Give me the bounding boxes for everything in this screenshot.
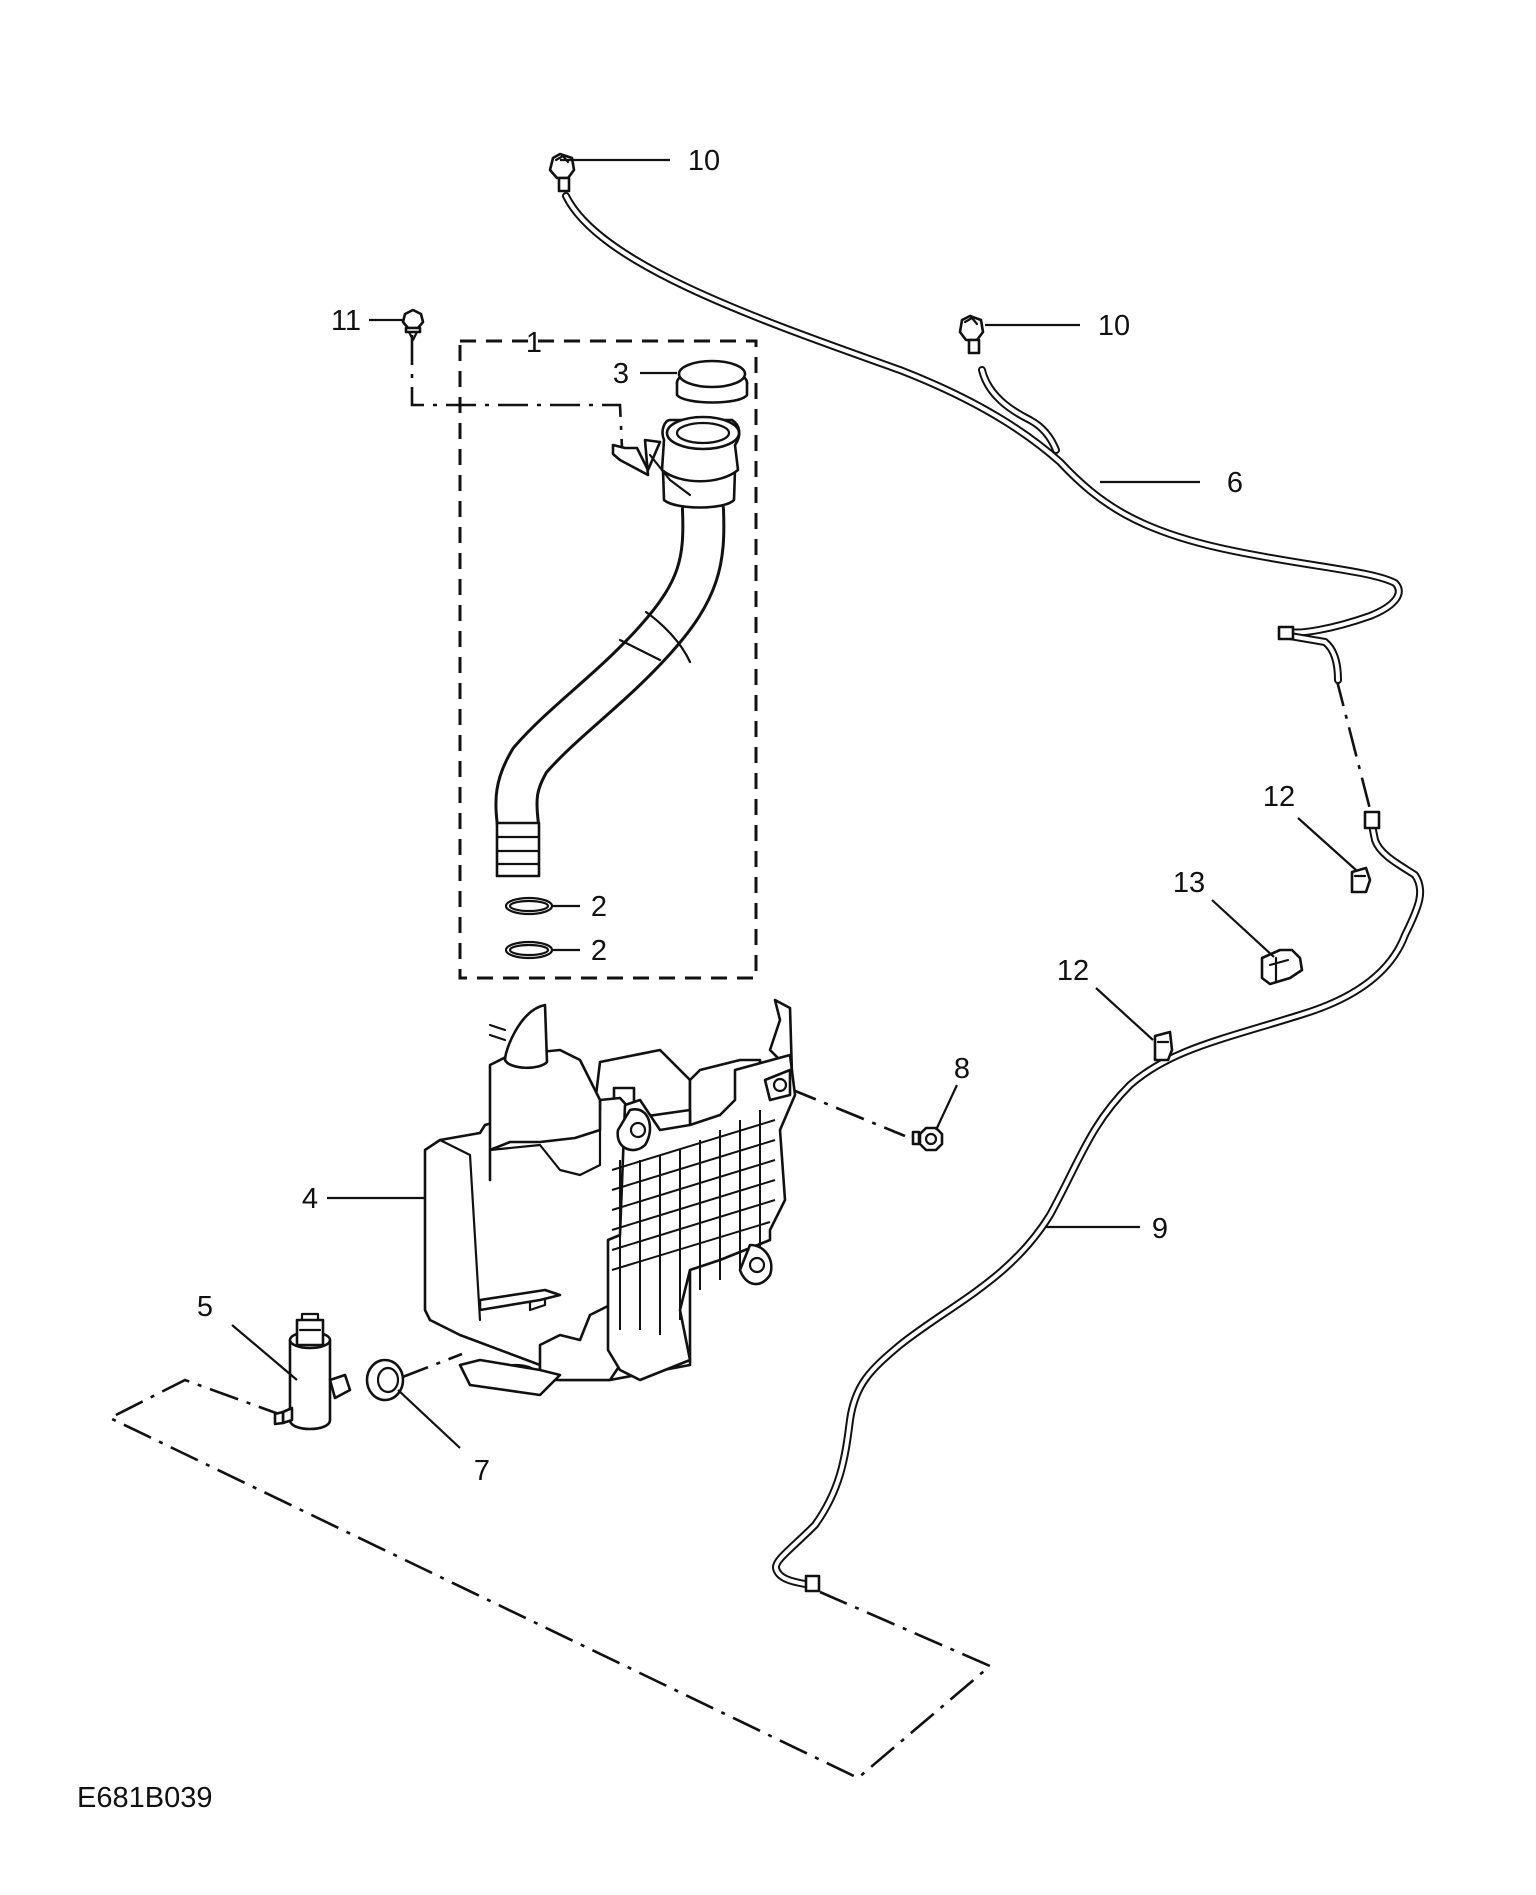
callout-6: 6 bbox=[1227, 467, 1243, 499]
o-ring-upper bbox=[504, 896, 554, 916]
washer-hose-lower bbox=[772, 810, 1425, 1593]
pump-connection-guide-line bbox=[107, 1378, 993, 1780]
callout-11: 11 bbox=[331, 305, 361, 337]
callout-9: 9 bbox=[1152, 1213, 1168, 1245]
washer-hose-upper bbox=[562, 192, 1403, 684]
reference-code: E681B039 bbox=[77, 1782, 212, 1814]
washer-jet-right bbox=[958, 314, 985, 355]
bracket-bolt-8 bbox=[911, 1126, 944, 1152]
bolt-guide-line bbox=[410, 335, 624, 449]
callout-12-lower: 12 bbox=[1057, 955, 1089, 987]
filler-neck bbox=[494, 415, 741, 878]
callout-2-lower: 2 bbox=[591, 935, 607, 967]
hose-clip-lower bbox=[1153, 1030, 1174, 1062]
washer-jet-left bbox=[548, 152, 576, 193]
callout-2-upper: 2 bbox=[591, 891, 607, 923]
pump-grommet bbox=[365, 1358, 405, 1402]
callout-5: 5 bbox=[197, 1291, 213, 1323]
hose-joint-guide-line bbox=[1334, 676, 1374, 818]
callout-12-upper: 12 bbox=[1263, 781, 1295, 813]
callout-8: 8 bbox=[954, 1053, 970, 1085]
mounting-bolt-11 bbox=[401, 308, 425, 342]
filler-assembly-boundary bbox=[458, 339, 758, 980]
grommet-guide-line bbox=[399, 1352, 463, 1380]
callout-13: 13 bbox=[1173, 867, 1205, 899]
bracket-bolt-guide-line bbox=[787, 1086, 906, 1138]
callout-1: 1 bbox=[526, 327, 542, 359]
leader-lines bbox=[231, 158, 1357, 1449]
callout-10-right: 10 bbox=[1098, 310, 1130, 342]
hose-retaining-bracket bbox=[1260, 948, 1304, 986]
callout-7: 7 bbox=[474, 1455, 490, 1487]
hose-clip-upper bbox=[1350, 866, 1372, 894]
o-ring-lower bbox=[504, 940, 554, 960]
reservoir-mounting-bracket bbox=[606, 1053, 797, 1382]
washer-pump bbox=[273, 1312, 352, 1431]
callout-4: 4 bbox=[302, 1183, 318, 1215]
callout-10-left: 10 bbox=[688, 145, 720, 177]
filler-cap bbox=[675, 359, 749, 404]
callout-3: 3 bbox=[613, 358, 629, 390]
